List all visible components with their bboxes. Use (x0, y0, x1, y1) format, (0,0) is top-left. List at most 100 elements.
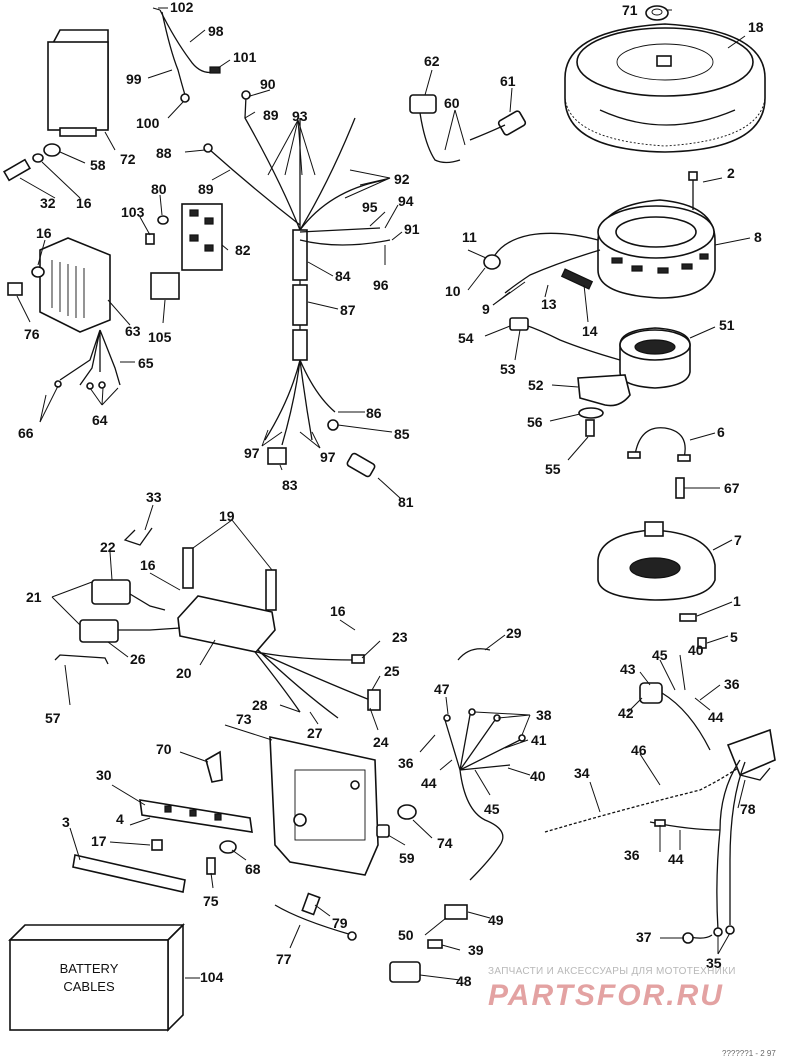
washer-16a (32, 153, 44, 163)
callout-67: 67 (724, 480, 740, 496)
sensor-connector (509, 317, 529, 331)
nut-16b (31, 266, 45, 278)
callout-88: 88 (156, 145, 172, 161)
callout-59: 59 (399, 850, 415, 866)
callout-13: 13 (541, 296, 557, 312)
stator-leads (494, 232, 599, 256)
screw-5 (697, 637, 707, 649)
callout-96: 96 (373, 277, 389, 293)
power-pack (177, 595, 276, 653)
callout-87: 87 (340, 302, 356, 318)
callout-104: 104 (200, 969, 224, 985)
callout-29: 29 (506, 625, 522, 641)
callout-83: 83 (282, 477, 298, 493)
callout-78: 78 (740, 801, 756, 817)
callout-66: 66 (18, 425, 34, 441)
callout-32: 32 (40, 195, 56, 211)
screw-75 (206, 857, 216, 875)
callout-3: 3 (62, 814, 70, 830)
callout-81: 81 (398, 494, 414, 510)
callout-53: 53 (500, 361, 516, 377)
callout-100: 100 (136, 115, 160, 131)
pack-leads (254, 649, 381, 719)
callout-37: 37 (636, 929, 652, 945)
callout-62: 62 (424, 53, 440, 69)
timer-leads (524, 324, 621, 361)
figure-id: ??????1 - 2 97 (722, 1049, 776, 1058)
callout-97b: 97 (320, 449, 336, 465)
callout-63: 63 (125, 323, 141, 339)
engine-harness (203, 90, 391, 465)
timer-base (619, 327, 691, 389)
callout-17: 17 (91, 833, 107, 849)
washer (578, 407, 604, 419)
callout-61: 61 (500, 73, 516, 89)
retainer-ring (627, 427, 691, 462)
screw-79 (301, 892, 321, 916)
callout-36c: 36 (624, 847, 640, 863)
callout-97a: 97 (244, 445, 260, 461)
callout-14: 14 (582, 323, 598, 339)
callout-44b: 44 (708, 709, 724, 725)
grommet-74 (397, 804, 417, 820)
callout-76: 76 (24, 326, 40, 342)
callout-16c: 16 (140, 557, 156, 573)
callout-20: 20 (176, 665, 192, 681)
callout-105: 105 (148, 329, 172, 345)
clip-33 (123, 527, 153, 546)
callout-89b: 89 (198, 181, 214, 197)
sensor-81 (346, 452, 376, 478)
callout-35: 35 (706, 955, 722, 971)
screw-103 (145, 233, 155, 245)
mounting-plate (269, 735, 379, 876)
callout-1: 1 (733, 593, 741, 609)
callout-58: 58 (90, 157, 106, 173)
regulator (39, 237, 111, 333)
callout-51: 51 (719, 317, 735, 333)
callout-56: 56 (527, 414, 543, 430)
callout-25: 25 (384, 663, 400, 679)
callout-93: 93 (292, 108, 308, 124)
cover-strip-3 (72, 854, 186, 893)
callout-74: 74 (437, 835, 453, 851)
callout-89a: 89 (263, 107, 279, 123)
battery-cables-label: BATTERY CABLES (59, 961, 119, 994)
callout-98: 98 (208, 23, 224, 39)
callout-4: 4 (116, 811, 124, 827)
leader-lines (16, 7, 751, 981)
screw-32 (3, 158, 31, 182)
callout-91: 91 (404, 221, 420, 237)
clip-29 (457, 648, 491, 661)
callout-54: 54 (458, 330, 474, 346)
screw-17 (151, 839, 163, 851)
callout-7: 7 (734, 532, 742, 548)
terminal-spring (560, 268, 594, 290)
callout-18: 18 (748, 19, 764, 35)
callout-85: 85 (394, 426, 410, 442)
ground-strap-77 (274, 904, 357, 941)
screw-76 (7, 282, 23, 296)
watermark: ЗАПЧАСТИ И АКСЕССУАРЫ ДЛЯ МОТОТЕХНИКИ PA… (488, 966, 788, 1013)
callout-40b: 40 (688, 642, 704, 658)
callout-73: 73 (236, 711, 252, 727)
callout-23: 23 (392, 629, 408, 645)
callout-68: 68 (245, 861, 261, 877)
callout-22: 22 (100, 539, 116, 555)
connector-48 (389, 961, 421, 983)
callout-102: 102 (170, 0, 194, 15)
stator-connector (483, 254, 501, 270)
callout-45a: 45 (484, 801, 500, 817)
callout-34: 34 (574, 765, 590, 781)
callout-50: 50 (398, 927, 414, 943)
stator (597, 199, 716, 299)
callout-75: 75 (203, 893, 219, 909)
terminal-39 (427, 939, 443, 949)
callout-27: 27 (307, 725, 323, 741)
callout-42: 42 (618, 705, 634, 721)
callout-36b: 36 (724, 676, 740, 692)
callout-64: 64 (92, 412, 108, 428)
callout-101: 101 (233, 49, 257, 65)
callout-2: 2 (727, 165, 735, 181)
callout-77: 77 (276, 951, 292, 967)
